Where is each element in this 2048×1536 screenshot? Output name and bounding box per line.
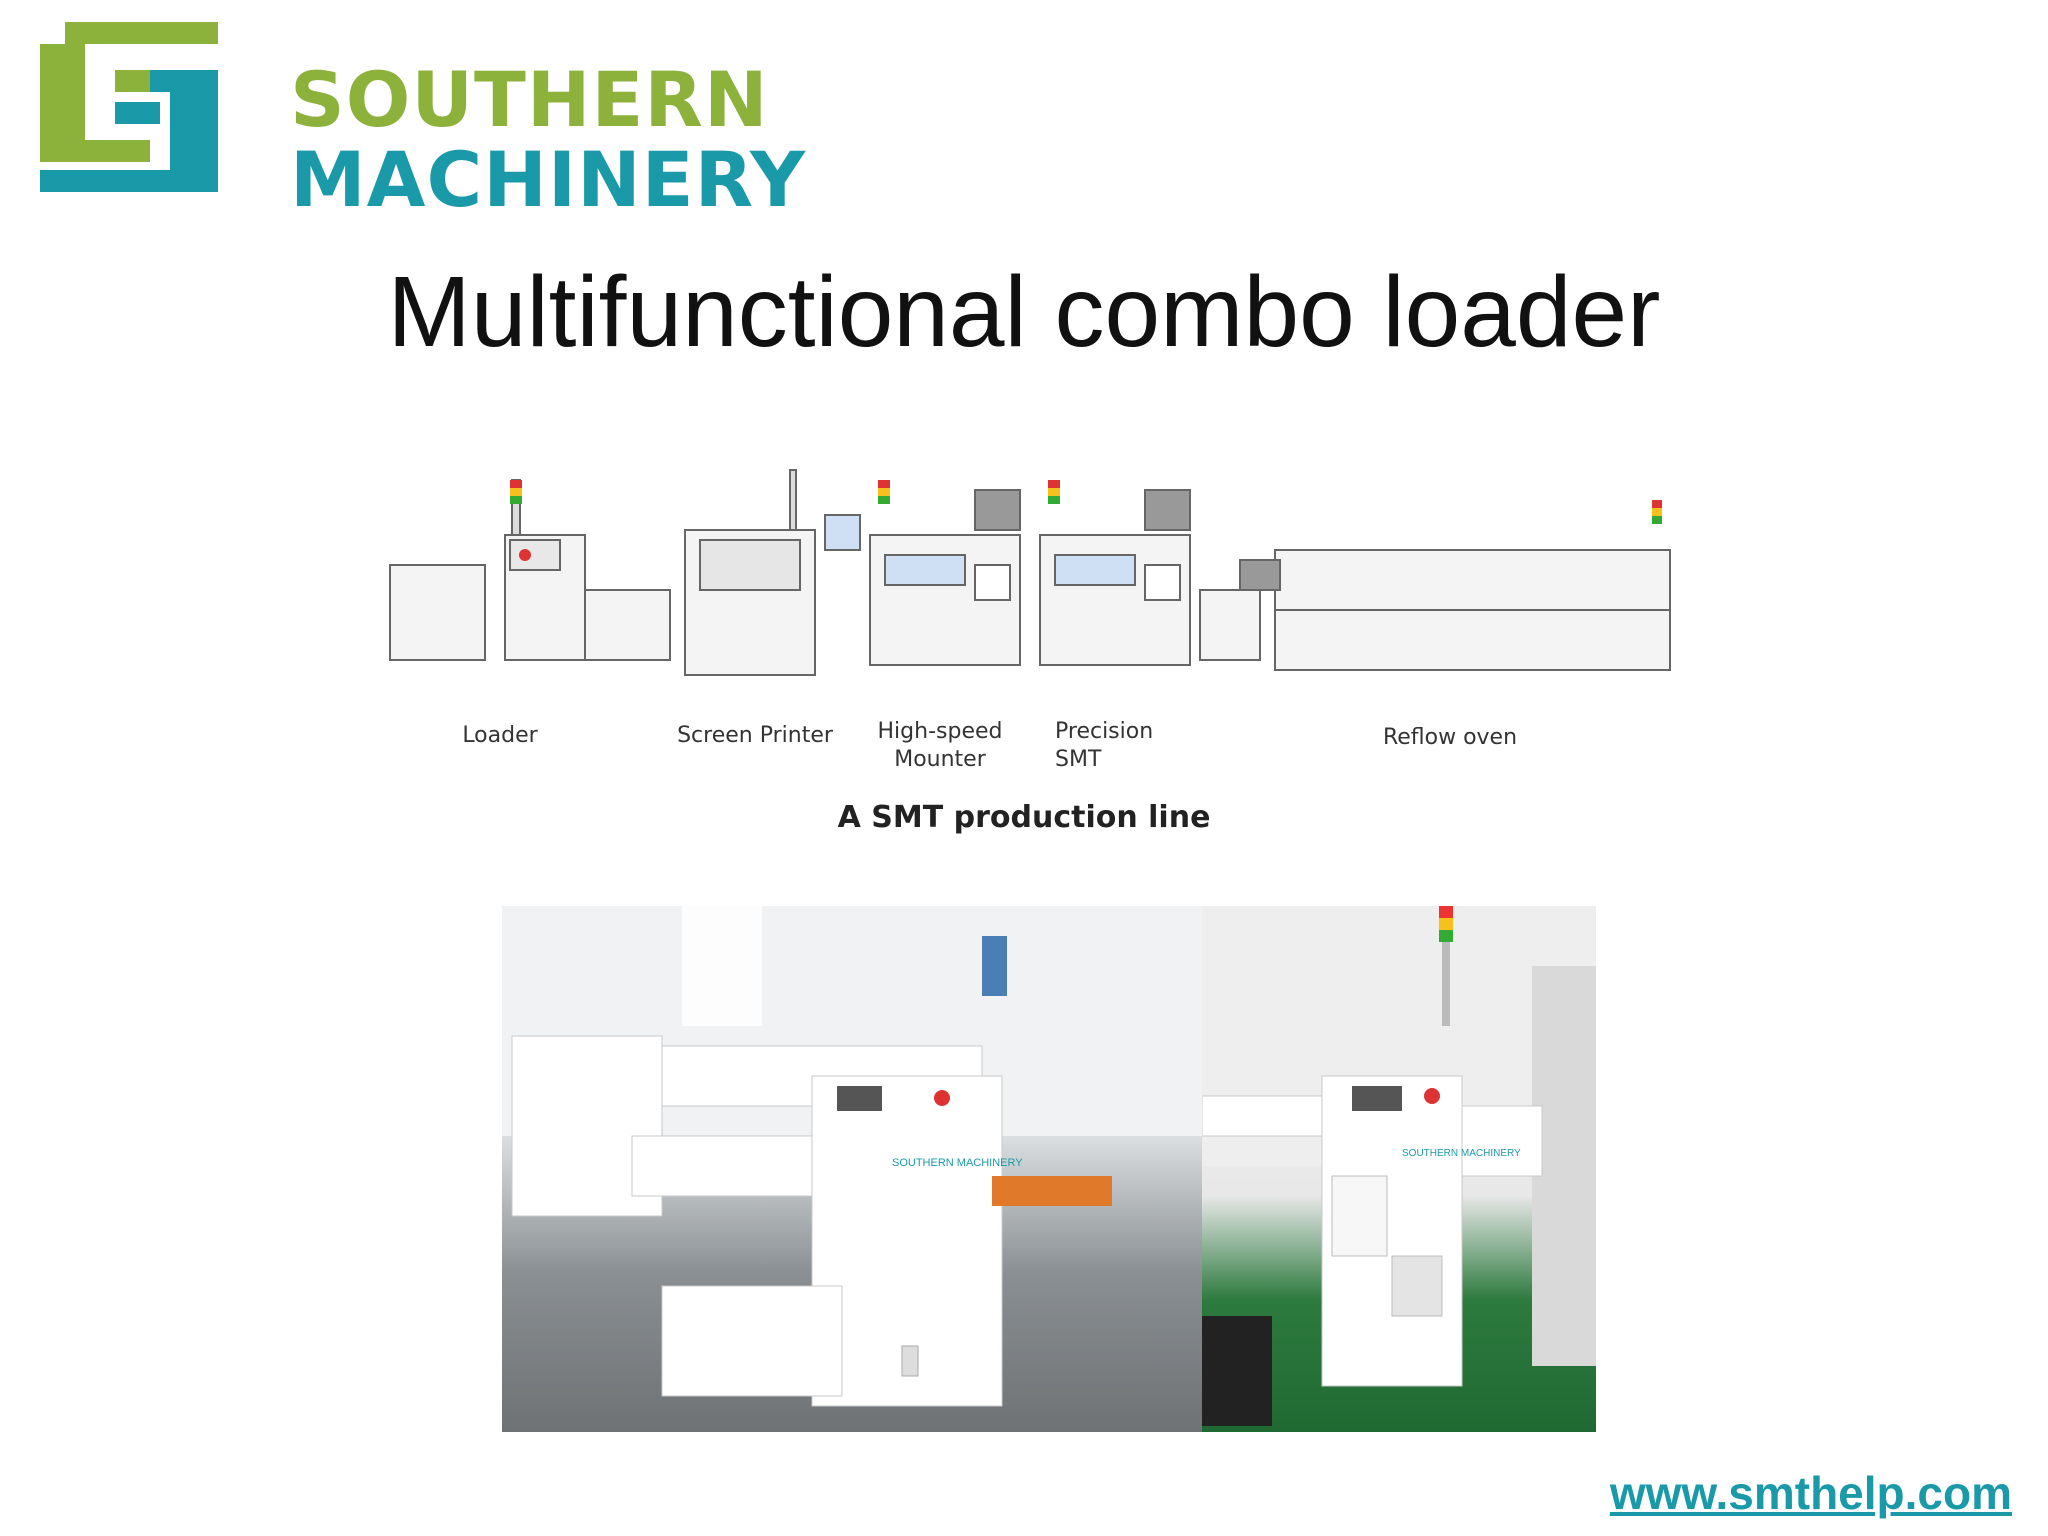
smt-line-diagram: Loader Screen Printer High-speed Mounter…	[370, 460, 1740, 860]
stage-label-screen-printer: Screen Printer	[677, 723, 833, 748]
stage-label-high-speed-mounter: High-speed Mounter	[877, 719, 1003, 772]
screen-printer-machine	[684, 469, 861, 676]
loader-machine	[389, 479, 586, 661]
reflow-oven-machine	[1239, 500, 1671, 671]
website-link[interactable]: www.smthelp.com	[1609, 1467, 2012, 1519]
logo-mark-icon	[40, 22, 218, 192]
stage-label-reflow-oven: Reflow oven	[1382, 725, 1518, 750]
smt-line-illustration	[389, 469, 1671, 676]
factory-photo-loaders: SOUTHERN MACHINERY	[502, 906, 1202, 1432]
company-logo: SOUTHERN MACHINERY	[40, 22, 805, 218]
slide-title: Multifunctional combo loader	[387, 256, 1661, 368]
precision-smt-machine	[1039, 480, 1191, 666]
right-photo-brand-text: SOUTHERN MACHINERY	[1402, 1148, 1521, 1159]
left-photo-brand-text: SOUTHERN MACHINERY	[892, 1157, 1023, 1169]
brand-name-line1: SOUTHERN	[290, 55, 769, 144]
stage-label-loader: Loader	[462, 723, 538, 748]
diagram-caption: A SMT production line	[837, 800, 1211, 835]
high-speed-mounter-machine	[869, 480, 1021, 666]
factory-photo-combo-loader: SOUTHERN MACHINERY	[1202, 906, 1596, 1432]
combo-loader-photo-illustration: SOUTHERN MACHINERY	[1202, 906, 1596, 1426]
brand-name: SOUTHERN MACHINERY	[290, 62, 806, 218]
stage-label-precision-smt: Precision SMT	[1055, 719, 1154, 772]
brand-name-line2: MACHINERY	[290, 135, 807, 224]
loader-photo-illustration: SOUTHERN MACHINERY	[502, 906, 1202, 1407]
